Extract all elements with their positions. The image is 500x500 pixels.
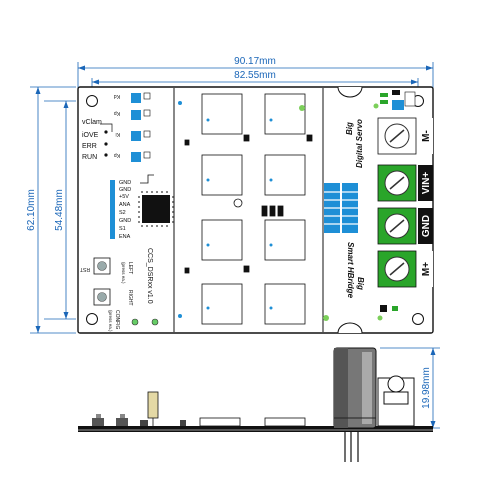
pot-label-kp2: Kp	[114, 152, 120, 158]
mosfet-3	[201, 154, 243, 196]
board-model: CCS_DSRxx v1.0	[146, 248, 153, 304]
mosfet-dots	[178, 101, 273, 318]
power-section: Big Digital Servo Big Smart HBridge M- V…	[324, 90, 433, 321]
mosfet-6	[264, 219, 306, 261]
text-left: LEFT	[127, 262, 133, 274]
pin-label-4: ANA	[119, 202, 131, 208]
servo-title-big: Big	[345, 122, 354, 135]
dim-hole-spacing-height: 54.48mm	[54, 189, 65, 231]
mosfet-section	[184, 93, 313, 325]
hbridge-title-big: Big	[356, 277, 365, 290]
mosfet-7	[201, 283, 243, 325]
mounting-hole-br	[412, 313, 424, 325]
board-outline	[77, 86, 434, 334]
trim-pots: Kd Kp Ki Kp	[114, 92, 151, 162]
terminal-label-m-minus: M-	[421, 130, 432, 142]
mosfet-5	[201, 219, 243, 261]
text-left-note: (press ea.)	[121, 262, 126, 284]
pin-label-5: S2	[119, 210, 126, 216]
arrow-vclam	[100, 123, 113, 132]
pot-label-kd: Kd	[114, 93, 120, 99]
pin-header: GND GND +5V ANA S2 GND S1 ENA	[110, 180, 131, 240]
pin-label-3: +5V	[119, 194, 129, 200]
text-config-note: (press ea.)	[108, 310, 113, 332]
side-profile	[78, 347, 433, 462]
pin-label-8: ENA	[119, 234, 131, 240]
servo-title: Digital Servo	[355, 119, 364, 168]
pot-label-kp: Kp	[114, 110, 120, 116]
pin-label-2: GND	[119, 187, 131, 193]
dim-overall-width: 90.17mm	[234, 56, 276, 67]
text-right: RIGHT	[127, 290, 133, 306]
terminal-block	[377, 117, 417, 288]
push-buttons	[93, 257, 159, 326]
mosfet-4	[264, 154, 306, 196]
microcontroller-chip	[138, 191, 174, 227]
label-run: RUN	[82, 154, 97, 161]
terminal-label-m-plus: M+	[421, 262, 432, 276]
mosfet-1	[201, 93, 243, 135]
label-err: ERR	[82, 143, 97, 150]
mounting-hole-tl	[86, 95, 98, 107]
mounting-hole-bl	[86, 313, 98, 325]
pin-label-7: S1	[119, 226, 126, 232]
label-iove: iOVE	[82, 132, 99, 139]
label-vclam: vClam	[82, 119, 102, 126]
left-indicator-section: vClam iOVE ERR RUN Kd Kp Ki Kp	[80, 92, 174, 332]
rst-label: RST	[80, 266, 90, 272]
dim-hole-spacing-width: 82.55mm	[234, 70, 276, 81]
mosfet-2	[264, 93, 306, 135]
terminal-label-gnd: GND	[421, 215, 432, 237]
pot-label-ki: Ki	[116, 131, 120, 137]
text-config: CONFIG	[114, 310, 120, 330]
hbridge-title: Smart HBridge	[346, 242, 355, 299]
pin-label-1: GND	[119, 180, 131, 186]
dim-side-height: 19.98mm	[421, 367, 432, 409]
pin-label-6: GND	[119, 218, 131, 224]
dim-overall-height: 62.10mm	[26, 189, 37, 231]
mosfet-8	[264, 283, 306, 325]
terminal-label-vin: VIN+	[421, 172, 432, 195]
